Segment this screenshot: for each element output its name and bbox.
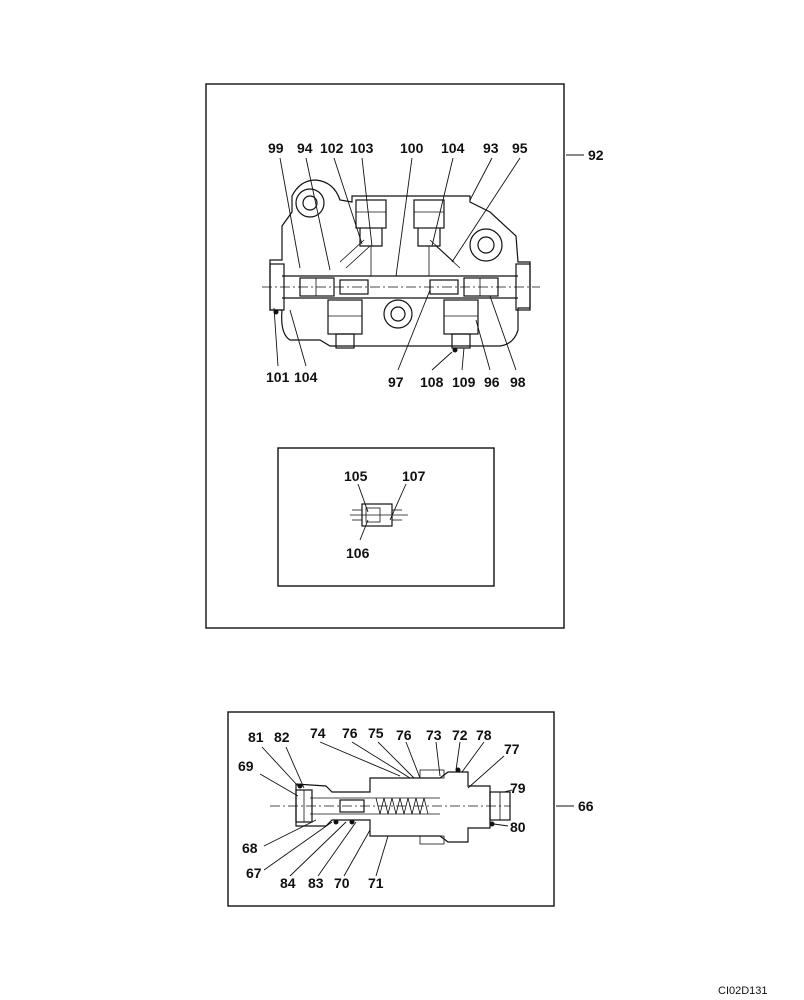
- callout-104-bottom: 104: [294, 369, 318, 385]
- cartridge-drawing: [270, 767, 511, 845]
- callout-99: 99: [268, 140, 284, 156]
- callout-83: 83: [308, 875, 324, 891]
- callout-78: 78: [476, 727, 492, 743]
- callout-108: 108: [420, 374, 444, 390]
- upper-assembly: 92 99 94 102 103 100 104 93 95 101 104 9…: [205, 83, 604, 629]
- callout-76-b: 76: [396, 727, 412, 743]
- callout-100: 100: [400, 140, 424, 156]
- lower-assembly: 66 81 82 74 76 75 76 73 72 78 77 69 79 6…: [227, 711, 594, 907]
- callout-67: 67: [246, 865, 262, 881]
- callout-81: 81: [248, 729, 264, 745]
- callout-70: 70: [334, 875, 350, 891]
- callout-75: 75: [368, 725, 384, 741]
- callout-103: 103: [350, 140, 374, 156]
- callout-79: 79: [510, 780, 526, 796]
- callout-82: 82: [274, 729, 290, 745]
- callout-80: 80: [510, 819, 526, 835]
- detail-inset-frame: [277, 447, 495, 587]
- lower-frame: [227, 711, 555, 907]
- callout-93: 93: [483, 140, 499, 156]
- callout-94: 94: [297, 140, 313, 156]
- callout-109: 109: [452, 374, 476, 390]
- callout-102: 102: [320, 140, 344, 156]
- callout-107: 107: [402, 468, 426, 484]
- callout-95: 95: [512, 140, 528, 156]
- callout-92: 92: [588, 147, 604, 163]
- callout-84: 84: [280, 875, 296, 891]
- callout-105: 105: [344, 468, 368, 484]
- lower-callouts: 66 81 82 74 76 75 76 73 72 78 77 69 79 6…: [238, 725, 594, 891]
- callout-96: 96: [484, 374, 500, 390]
- callout-73: 73: [426, 727, 442, 743]
- callout-71: 71: [368, 875, 384, 891]
- lower-leader-lines: [259, 741, 574, 877]
- upper-leader-lines: [273, 154, 584, 371]
- detail-inset: 105 107 106: [277, 447, 495, 587]
- callout-72: 72: [452, 727, 468, 743]
- document-id: CI02D131: [718, 985, 768, 997]
- callout-74: 74: [310, 725, 326, 741]
- callout-106: 106: [346, 545, 370, 561]
- upper-frame: [205, 83, 565, 629]
- callout-68: 68: [242, 840, 258, 856]
- callout-66: 66: [578, 798, 594, 814]
- valve-body-drawing: [262, 179, 540, 353]
- callout-104-top: 104: [441, 140, 465, 156]
- callout-101: 101: [266, 369, 290, 385]
- upper-callouts: 92 99 94 102 103 100 104 93 95 101 104 9…: [266, 140, 604, 390]
- callout-69: 69: [238, 758, 254, 774]
- callout-98: 98: [510, 374, 526, 390]
- callout-77: 77: [504, 741, 520, 757]
- callout-76-a: 76: [342, 725, 358, 741]
- callout-97: 97: [388, 374, 404, 390]
